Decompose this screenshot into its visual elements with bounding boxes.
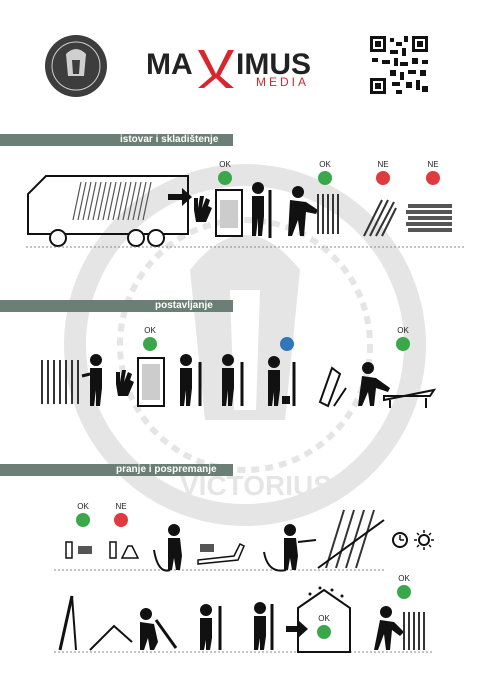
cross-icon (426, 171, 440, 185)
ok-label-7: OK (398, 574, 410, 583)
warning-icon (280, 337, 294, 351)
check-icon (218, 171, 232, 185)
watermark-seal: VICTORIUS (64, 164, 426, 526)
section-title-3: pranje i pospremanje (110, 464, 223, 476)
section-title-2: postavljanje (149, 300, 219, 312)
ne-label-2: NE (427, 160, 439, 169)
brand-logo: MA IMUS MEDIA (146, 44, 346, 90)
cross-icon (114, 513, 128, 527)
cross-icon (376, 171, 390, 185)
washing-illustration (54, 500, 444, 580)
unloading-illustration (26, 160, 466, 250)
check-icon (317, 625, 331, 639)
ok-label-2: OK (319, 160, 331, 169)
setup-illustration (38, 340, 438, 420)
svg-text:IMUS: IMUS (236, 48, 311, 81)
ok-label-6: OK (318, 614, 330, 623)
check-icon (396, 337, 410, 351)
check-icon (318, 171, 332, 185)
ok-label-3: OK (144, 326, 156, 335)
ok-label-1: OK (219, 160, 231, 169)
check-icon (143, 337, 157, 351)
storage-illustration (54, 582, 434, 658)
section-title-1: istovar i skladištenje (114, 134, 225, 146)
check-icon (397, 585, 411, 599)
ne-label-3: NE (115, 502, 127, 511)
qr-code-icon (368, 34, 430, 96)
svg-text:MA: MA (146, 48, 193, 81)
svg-text:MEDIA: MEDIA (256, 75, 309, 89)
ne-label-1: NE (377, 160, 389, 169)
seal-logo (44, 34, 108, 98)
ok-label-5: OK (77, 502, 89, 511)
ok-label-4: OK (397, 326, 409, 335)
check-icon (76, 513, 90, 527)
